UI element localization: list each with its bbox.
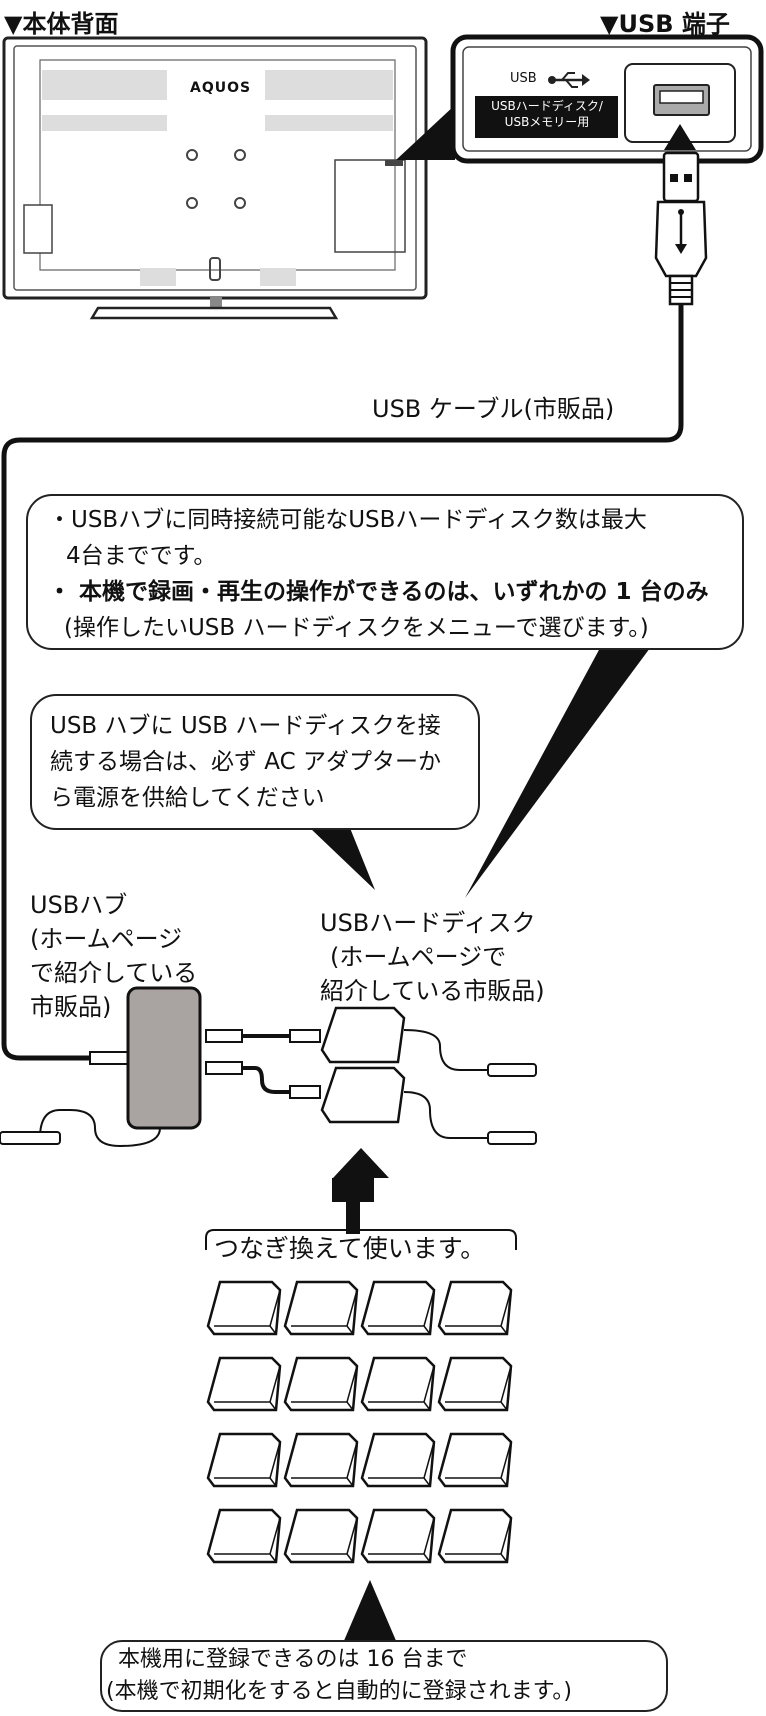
hdd-grid-item-edge — [214, 1289, 281, 1335]
hdd-grid-item-edge — [368, 1517, 435, 1563]
tv-brand-logo: AQUOS — [190, 80, 252, 96]
power-box: USB ハブに USB ハードディスクを接 続する場合は、必ず AC アダプター… — [30, 694, 480, 830]
usb-hdd-pair — [320, 1006, 537, 1145]
hdd-grid-item-edge — [445, 1289, 512, 1335]
usb-cable-label: USB ケーブル(市販品) — [372, 395, 615, 423]
hdd-grid-item-edge — [368, 1289, 435, 1335]
swap-arrow — [332, 1178, 374, 1234]
usb-plug — [654, 151, 708, 306]
swap-bracket — [205, 1229, 517, 1250]
hdd-grid-item-edge — [291, 1365, 358, 1411]
hdd-grid-item-edge — [291, 1441, 358, 1487]
hdd-grid-item-edge — [368, 1365, 435, 1411]
hdd-grid-item-edge — [214, 1365, 281, 1411]
swap-label: つなぎ換えて使います。 — [214, 1234, 486, 1263]
usb-hub — [0, 986, 321, 1148]
hdd-grid-item-edge — [445, 1441, 512, 1487]
tv-rear-illustration — [2, 36, 428, 320]
usb-hub-label: USBハブ (ホームページ で紹介している 市販品) — [30, 891, 198, 1021]
rear-view-heading: ▼本体背面 — [4, 10, 119, 38]
port-usb-label: USB — [510, 71, 537, 86]
hdd-grid-item-edge — [445, 1365, 512, 1411]
usb-cable — [1, 304, 684, 1061]
usb-port-heading: ▼USB 端子 — [600, 10, 730, 38]
register-arrow — [340, 1580, 400, 1650]
port-hdd-label: USBハードディスク/ USBメモリー用 — [491, 99, 603, 129]
hdd-grid-item-edge — [445, 1517, 512, 1563]
hdd-grid-item-edge — [291, 1517, 358, 1563]
hdd-grid-item-edge — [291, 1289, 358, 1335]
info-box: ・USBハブに同時接続可能なUSBハードディスク数は最大 4台までです。 ・ 本… — [26, 494, 744, 650]
register-box: 本機用に登録できるのは 16 台まで (本機で初期化をすると自動的に登録されます… — [100, 1640, 668, 1712]
usb-port-callout — [396, 34, 764, 164]
hdd-grid-item-edge — [214, 1517, 281, 1563]
hdd-grid-item-edge — [214, 1441, 281, 1487]
hdd-grid-item-edge — [368, 1441, 435, 1487]
usb-hdd-label: USBハードディスク (ホームページで 紹介している市販品) — [320, 909, 545, 1005]
hdd-grid — [206, 1280, 513, 1564]
